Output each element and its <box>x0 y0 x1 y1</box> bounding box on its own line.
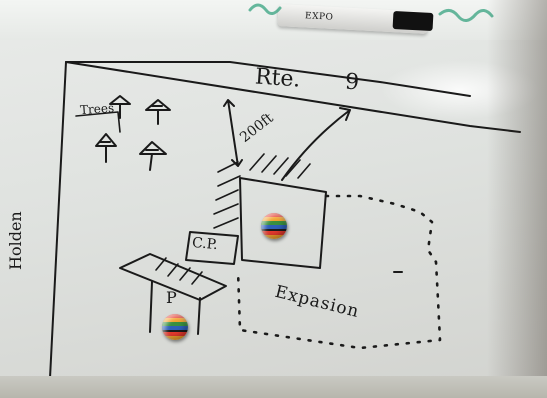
existing-building <box>239 177 327 269</box>
side-hatch <box>213 161 241 229</box>
light-glare <box>380 60 540 120</box>
parcel-top-boundary <box>65 61 521 133</box>
road-line <box>65 61 471 97</box>
top-blurred-writing <box>0 0 547 40</box>
p-label: P <box>166 288 177 307</box>
road-number-label: 9 <box>344 69 360 96</box>
side-road-label: Holden <box>6 211 25 270</box>
distance-arrow <box>223 99 243 167</box>
shelter-post <box>149 281 201 335</box>
cp-label: C.P. <box>191 234 219 254</box>
parcel-left-boundary <box>49 61 67 379</box>
expansion-area <box>236 194 442 350</box>
shelter-roof <box>119 253 227 301</box>
magnet-icon <box>162 314 188 340</box>
shelter-hatch <box>155 257 203 285</box>
trees-label: Trees <box>79 100 115 118</box>
distance-arrow-2 <box>281 107 351 181</box>
road-name-label: Rte. <box>254 64 302 93</box>
board-bottom-tray <box>0 376 547 398</box>
tree-icon <box>95 133 117 163</box>
cp-box <box>185 231 239 265</box>
building-hatch <box>249 153 311 179</box>
magnet-icon <box>261 213 287 239</box>
tree-icon <box>139 141 167 171</box>
board-edge-shadow <box>487 0 547 398</box>
tree-icon <box>145 99 171 125</box>
tree-icon <box>109 95 131 119</box>
